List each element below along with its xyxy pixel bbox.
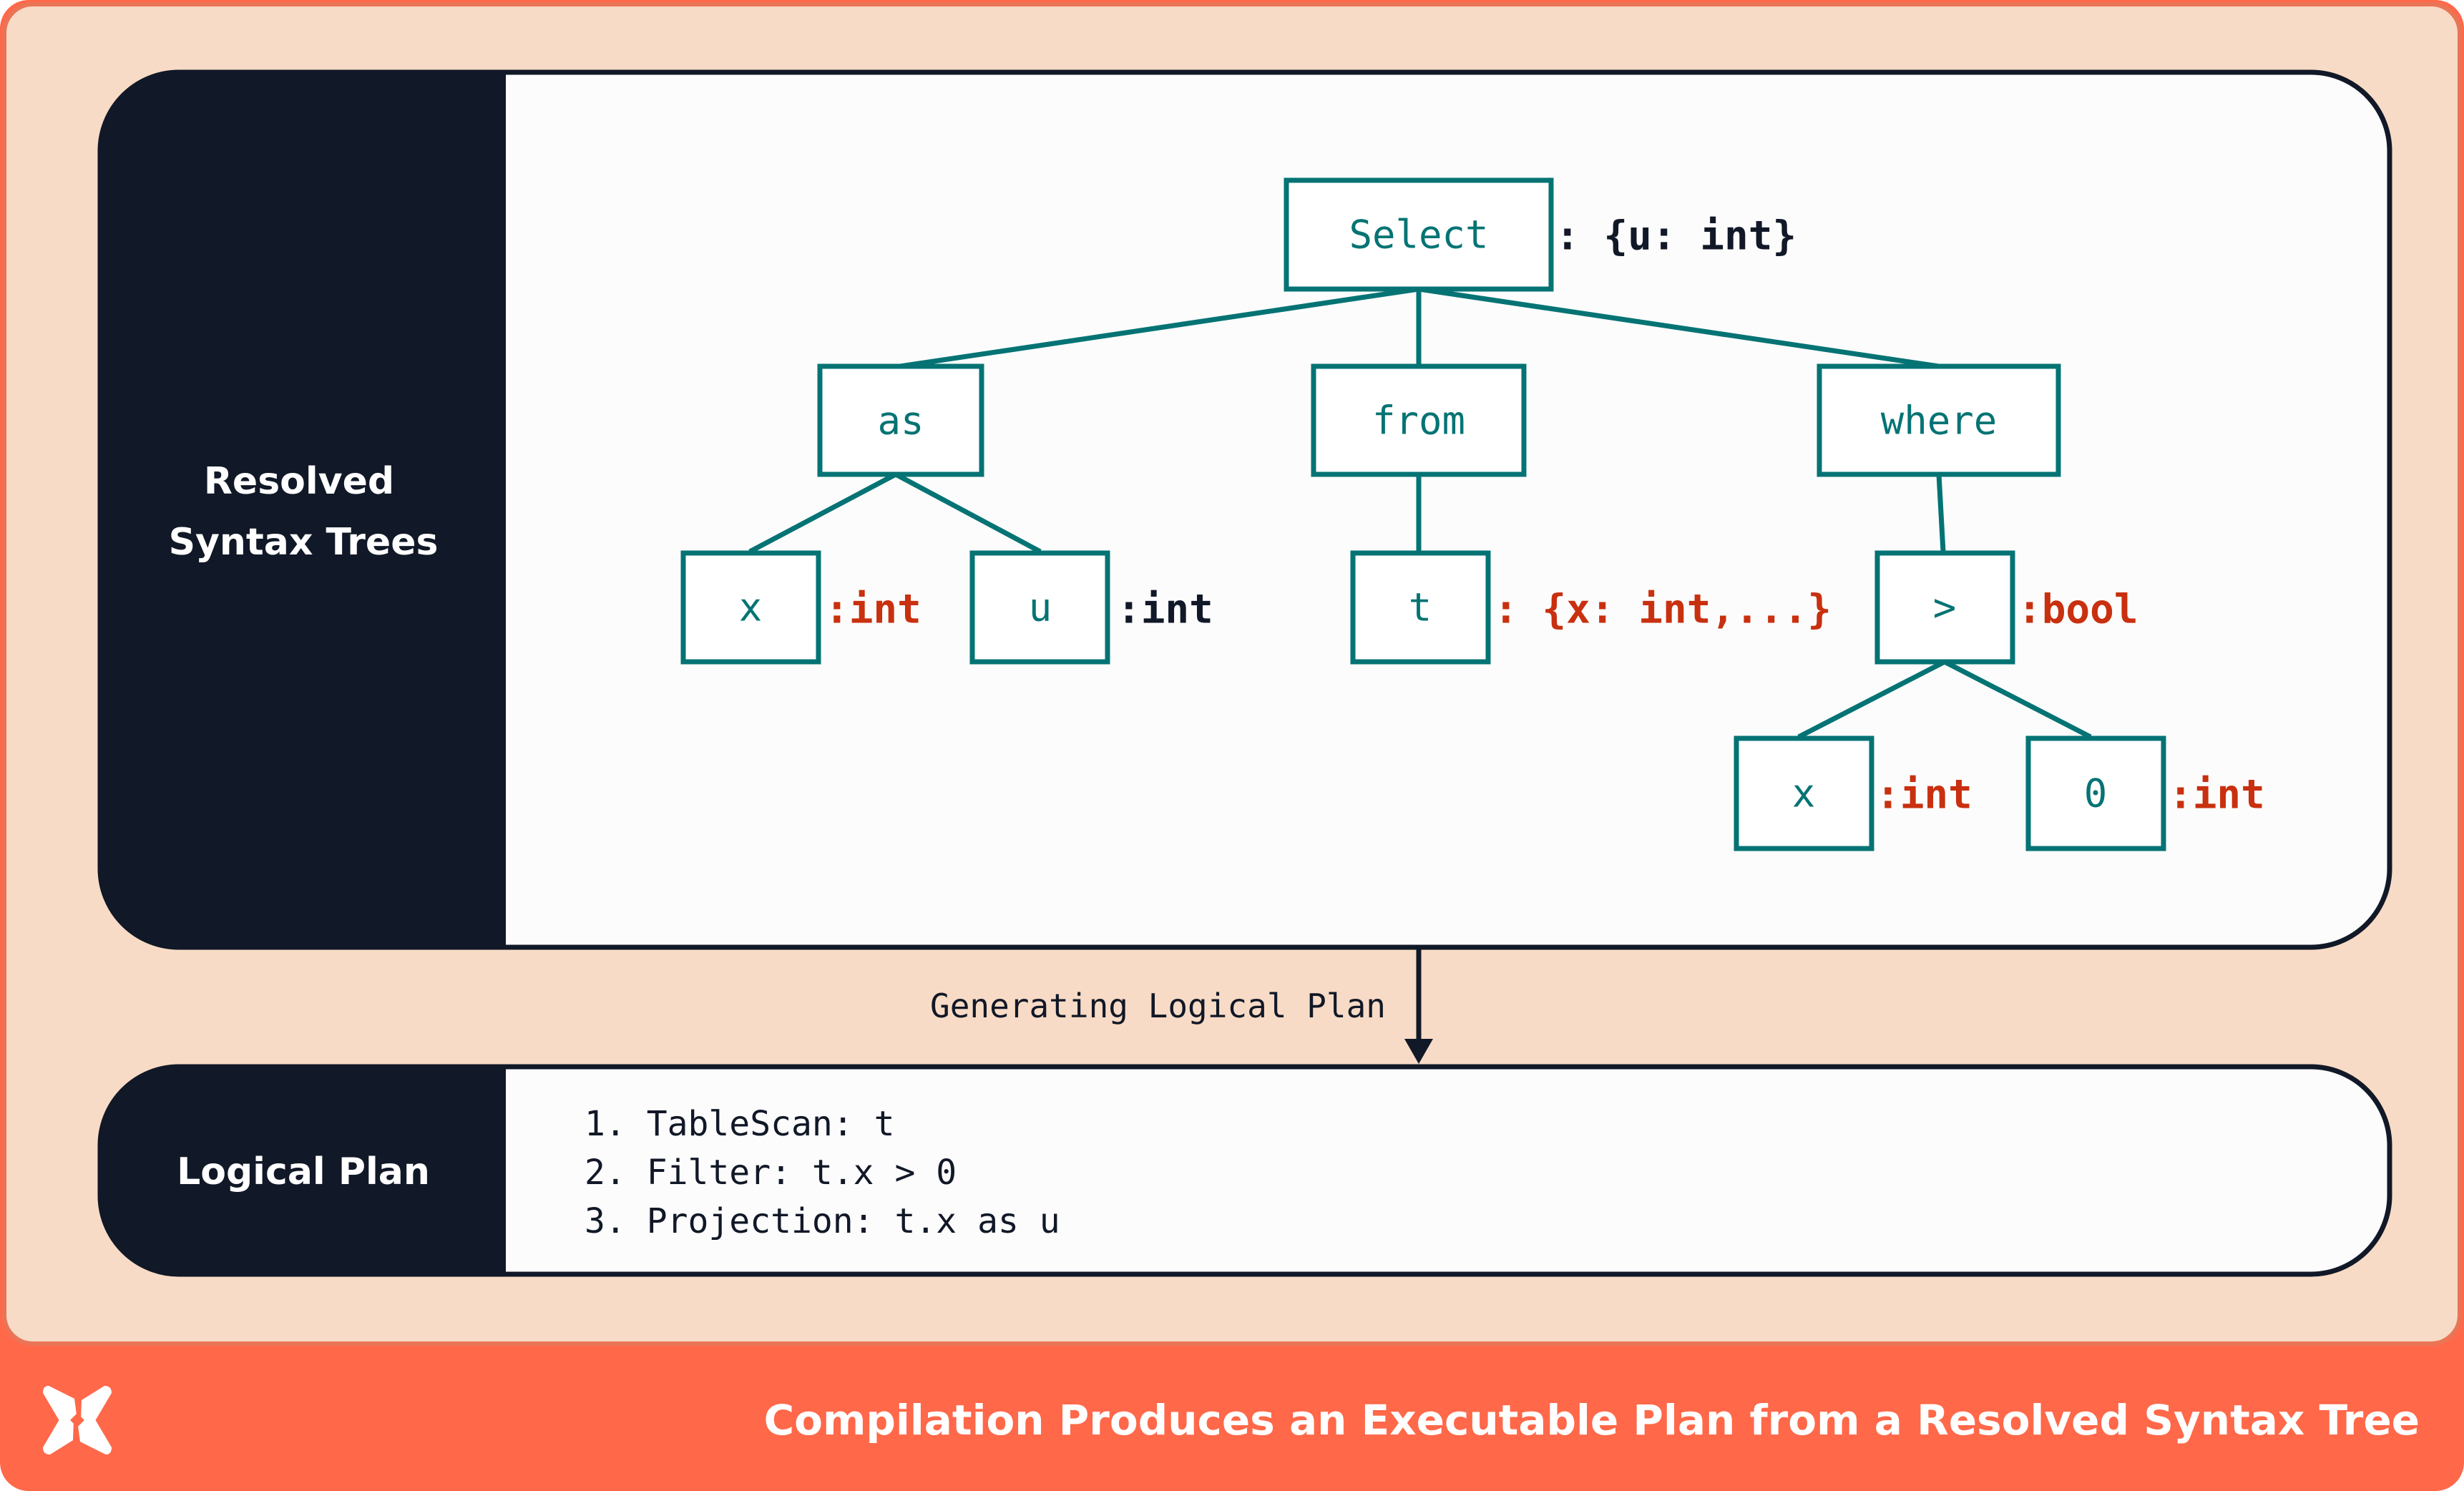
edge-select-as (899, 286, 1419, 369)
node-select: Select (1284, 177, 1554, 292)
node-as: as (817, 363, 984, 477)
type-t: : {x: int,...} (1494, 587, 1832, 633)
edge-gt-zero (1943, 659, 2092, 740)
generating-arrow (1404, 947, 1433, 1064)
type-x-operand: :int (1876, 772, 1972, 818)
svg-text:as: as (877, 399, 924, 444)
svg-text:x: x (739, 585, 763, 630)
syntax-tree-side-panel (100, 72, 506, 947)
edge-as-x (748, 471, 897, 554)
edge-select-where (1418, 286, 1940, 369)
node-x-operand: x (1734, 735, 1874, 851)
type-select: : {u: int} (1555, 213, 1796, 260)
type-x: :int (825, 587, 921, 633)
svg-text:Select: Select (1349, 212, 1488, 258)
edge-as-u (894, 471, 1042, 554)
svg-text:u: u (1029, 585, 1052, 630)
syntax-tree-card: Resolved Syntax Trees Select as from whe… (97, 69, 2392, 950)
panel-title-line2: Syntax Trees (169, 521, 439, 564)
logical-plan-card: Logical Plan 1. TableScan: t 2. Filter: … (97, 1064, 2392, 1277)
logical-plan-side-panel (100, 1067, 506, 1274)
edge-gt-x (1797, 659, 1946, 740)
dbt-logo-icon (43, 1386, 112, 1455)
svg-text:where: where (1881, 399, 1998, 444)
svg-text:x: x (1792, 771, 1816, 816)
node-zero: 0 (2025, 735, 2166, 851)
arrow-head-icon (1404, 1039, 1433, 1064)
type-greater-than: :bool (2018, 587, 2138, 633)
type-u: :int (1117, 587, 1213, 633)
node-from: from (1311, 363, 1527, 477)
arrow-label: Generating Logical Plan (930, 987, 1386, 1025)
svg-text:from: from (1372, 399, 1465, 444)
edge-where-gt (1936, 474, 1946, 552)
svg-text:0: 0 (2084, 771, 2108, 816)
panel-title-line1: Resolved (204, 460, 394, 503)
node-greater-than: > (1874, 550, 2015, 665)
node-where: where (1817, 363, 2061, 477)
plan-step-1: 1. TableScan: t (585, 1104, 894, 1144)
node-t: t (1350, 550, 1491, 665)
svg-text:t: t (1409, 585, 1432, 630)
type-zero: :int (2169, 772, 2265, 818)
footer-caption: Compilation Produces an Executable Plan … (764, 1396, 2420, 1444)
node-x: x (680, 550, 821, 665)
plan-step-2: 2. Filter: t.x > 0 (585, 1153, 957, 1193)
tree-edges (748, 286, 2092, 740)
logical-plan-title: Logical Plan (177, 1150, 430, 1193)
node-u: u (969, 550, 1110, 665)
svg-text:>: > (1933, 585, 1957, 630)
plan-step-3: 3. Projection: t.x as u (585, 1201, 1060, 1241)
